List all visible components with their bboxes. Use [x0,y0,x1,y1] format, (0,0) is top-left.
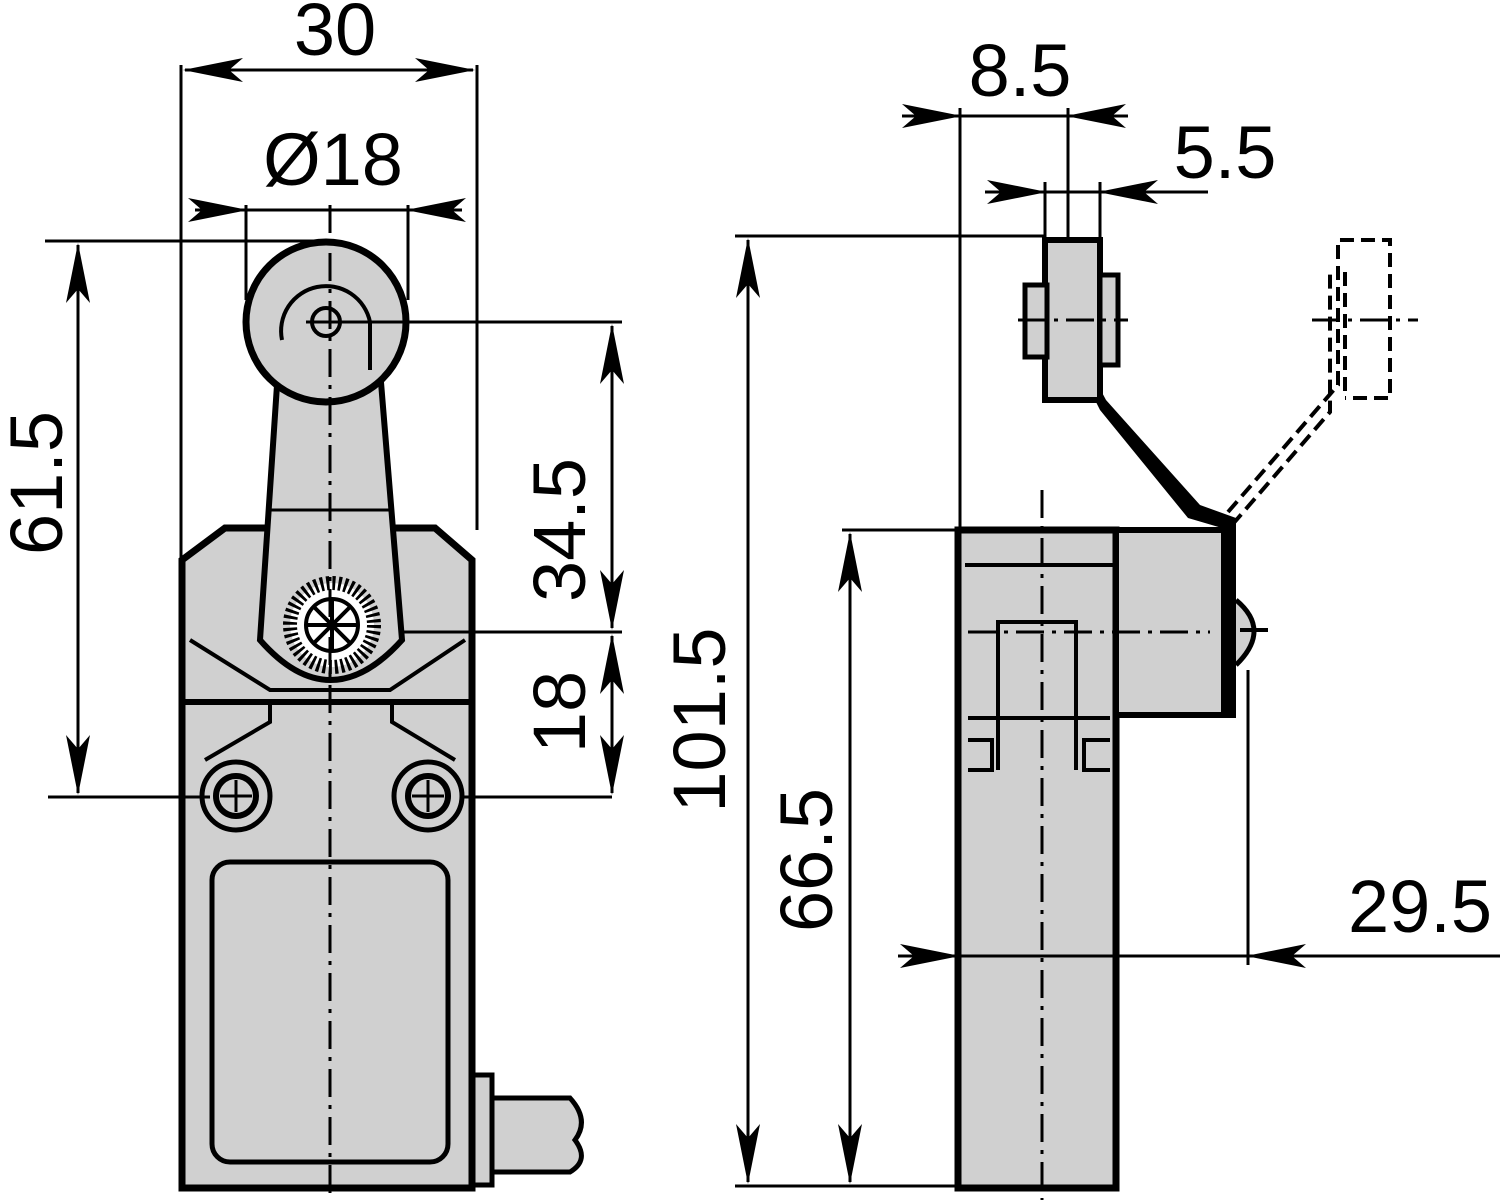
dim-arm-offset-label: 8.5 [969,29,1072,112]
dim-pivot-mount-label: 18 [518,671,601,753]
alternate-lever-position [1226,238,1392,527]
side-housing [954,526,1120,1192]
side-view: 8.5 5.5 101.5 66.5 29.5 [658,29,1500,1200]
front-view: 30 Ø18 61.5 34.5 18 [0,0,624,1200]
dim-total-height-label: 61.5 [0,411,78,555]
mounting-screw-left [199,759,273,833]
side-head-block [1113,527,1227,718]
cable-stub [469,1072,584,1188]
dim-side-total-label: 101.5 [658,627,741,812]
dim-diameter-label: Ø18 [263,118,403,201]
dim-body-height-label: 66.5 [765,788,848,932]
dim-lever-reach-label: 29.5 [1348,865,1492,948]
dim-roller-pivot-label: 34.5 [518,458,601,602]
dim-width-label: 30 [294,0,376,71]
side-lever-arm [1090,370,1236,718]
lever-screw [1234,598,1257,667]
dim-roller-width-label: 5.5 [1174,111,1277,194]
mounting-screw-right [391,759,465,833]
pivot-gear [283,576,381,674]
